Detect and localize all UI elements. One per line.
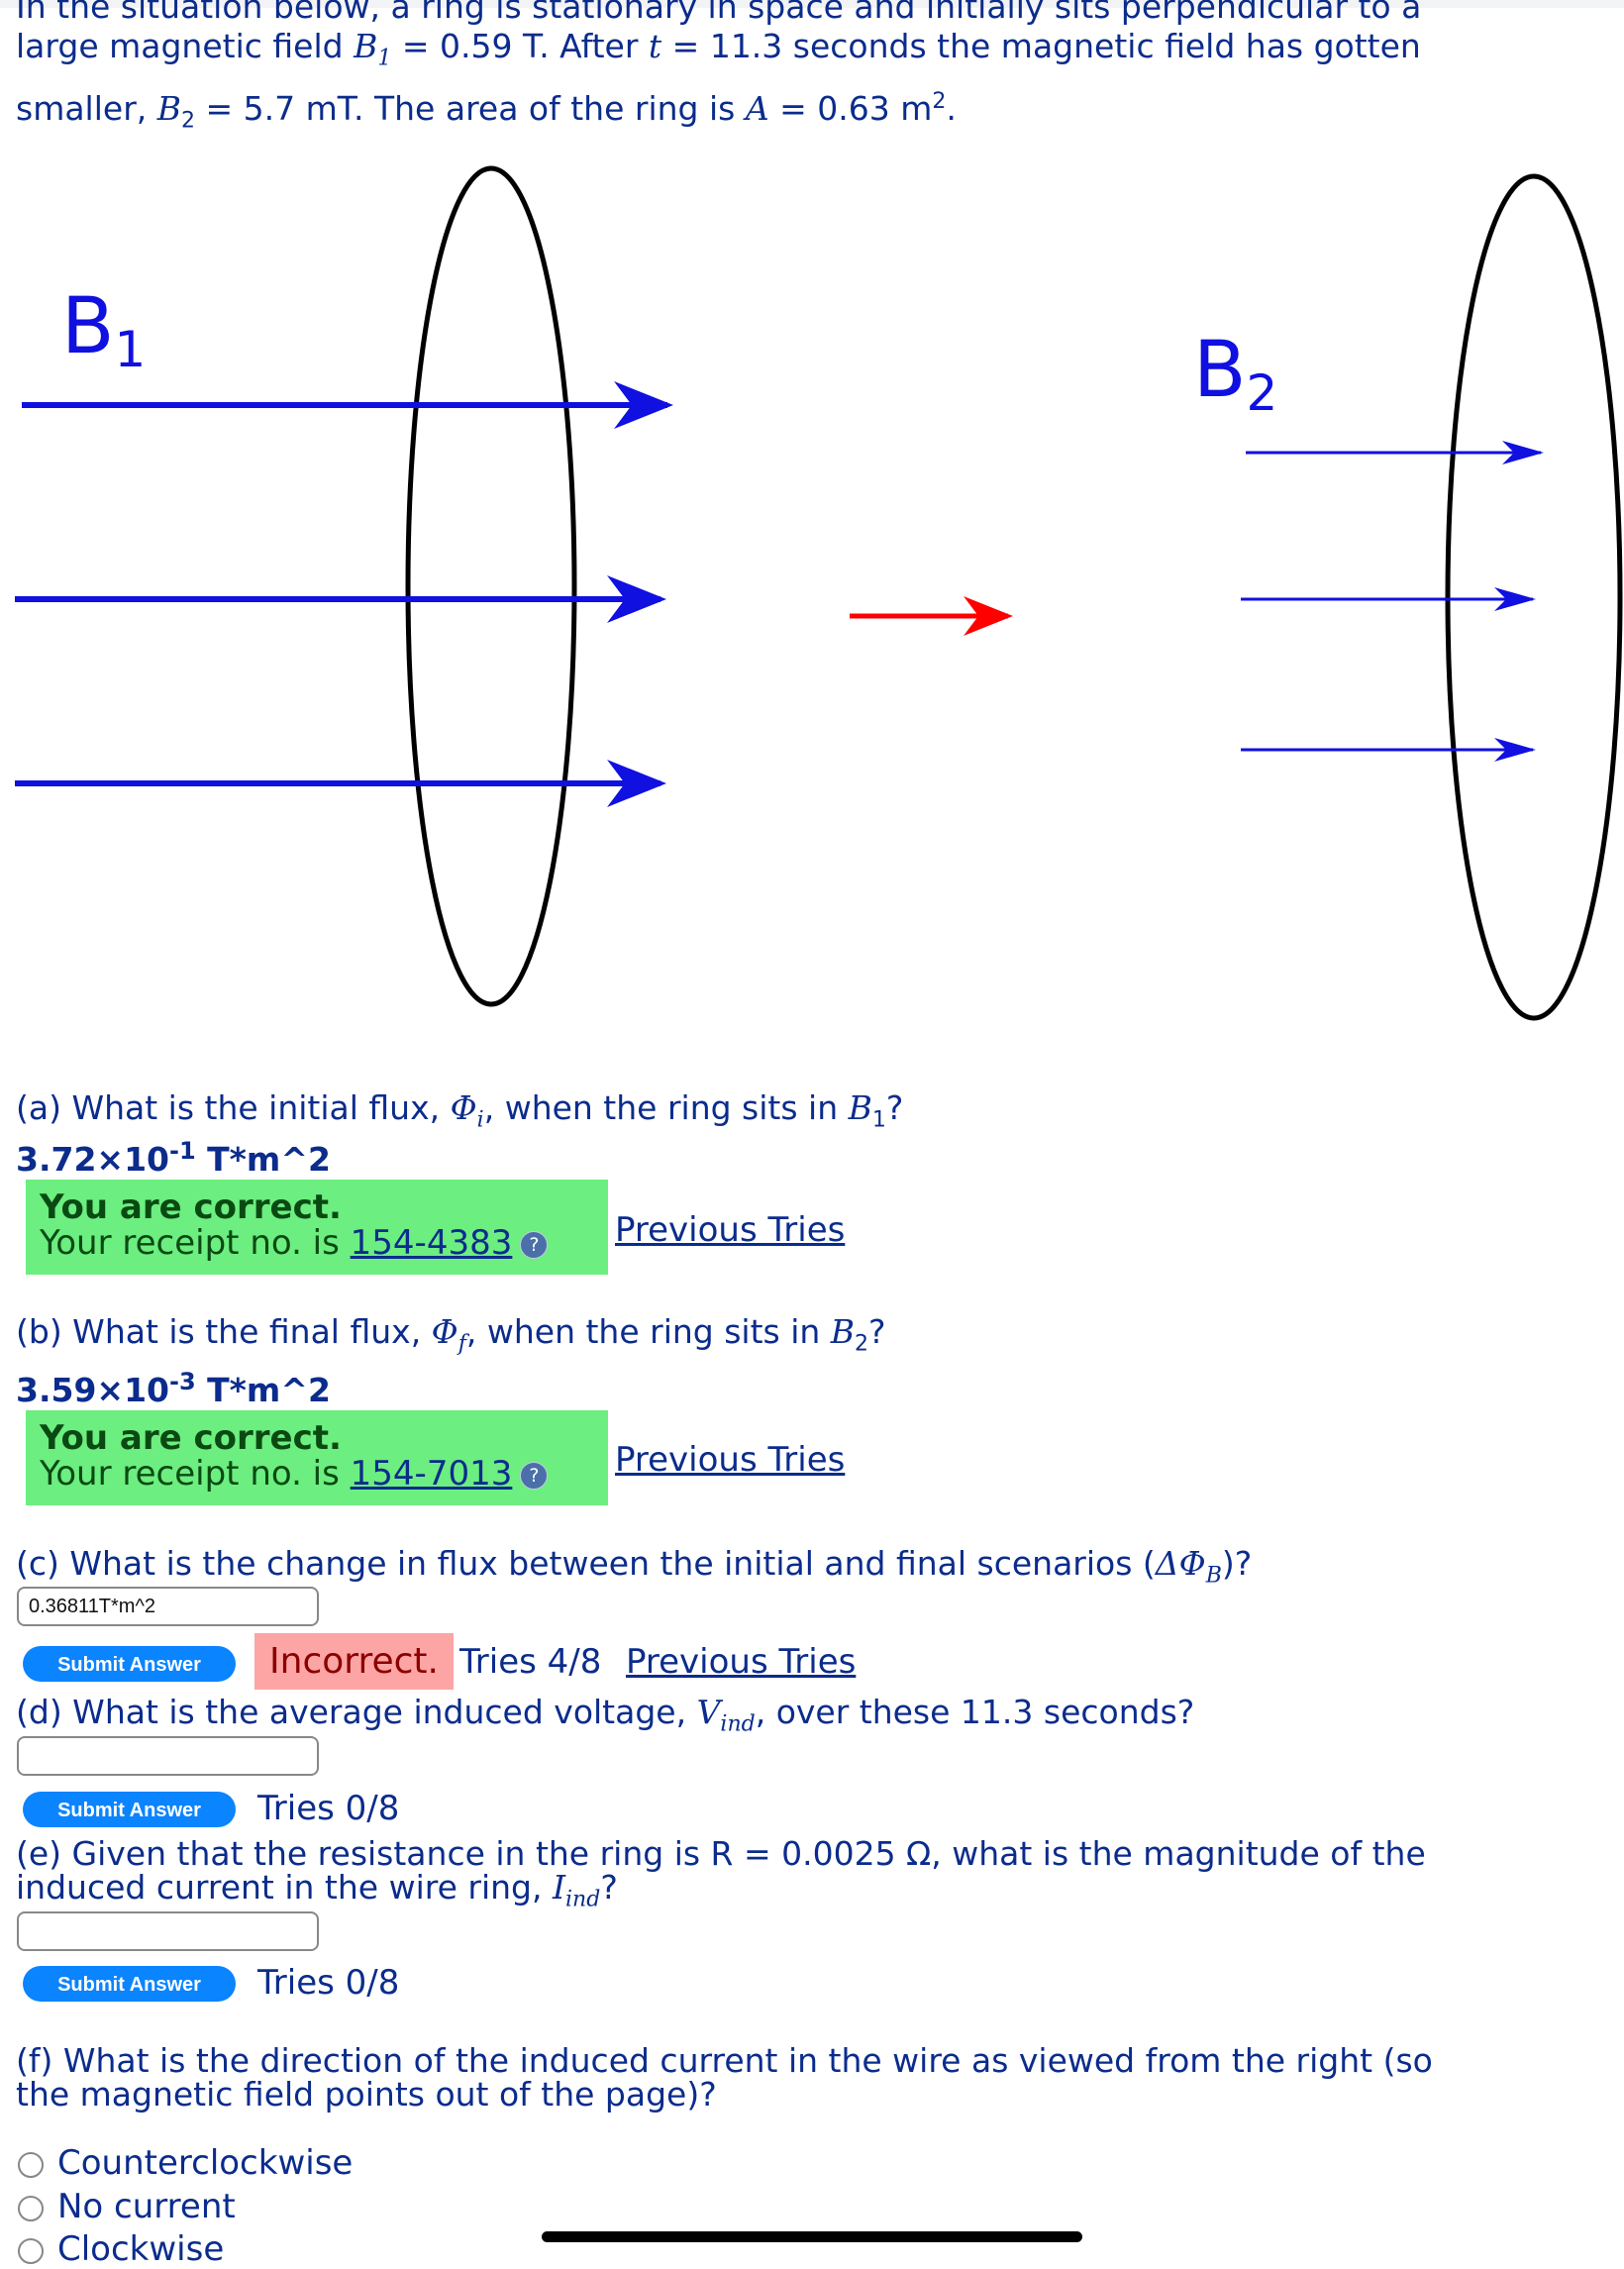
answer-b: 3.59×10-3 T*m^2 (16, 1368, 331, 1409)
status-a: You are correct. (40, 1187, 342, 1227)
question-c: (c) What is the change in flux between t… (16, 1544, 1253, 1589)
answer-input-d[interactable] (17, 1736, 319, 1776)
question-a: (a) What is the initial flux, Φi, when t… (16, 1088, 904, 1133)
submit-answer-button-d[interactable]: Submit Answer (23, 1792, 236, 1827)
previous-tries-a[interactable]: Previous Tries (615, 1210, 846, 1250)
tries-e: Tries 0/8 (257, 1963, 400, 2003)
intro-line-3: smaller, B2 = 5.7 mT. The area of the ri… (16, 89, 957, 134)
tries-c: Tries 4/8 (459, 1642, 602, 1682)
tries-d: Tries 0/8 (257, 1789, 400, 1828)
status-b: You are correct. (40, 1418, 342, 1458)
label-b1: B1 (61, 282, 146, 378)
ring-1 (405, 165, 577, 1007)
radio-counterclockwise[interactable]: Counterclockwise (18, 2143, 353, 2183)
help-icon[interactable]: ? (520, 1461, 549, 1490)
top-bar (0, 0, 1624, 8)
question-b: (b) What is the final flux, Φf, when the… (16, 1312, 886, 1357)
previous-tries-c[interactable]: Previous Tries (626, 1642, 857, 1682)
receipt-link-a[interactable]: 154-4383 (350, 1223, 513, 1263)
question-f-line-2: the magnetic field points out of the pag… (16, 2075, 717, 2114)
question-e-line-2: induced current in the wire ring, Iind? (16, 1868, 618, 1912)
question-e-line-1: (e) Given that the resistance in the rin… (16, 1834, 1426, 1873)
radio-circle-icon[interactable] (18, 2195, 44, 2221)
label-b2: B2 (1193, 326, 1277, 422)
radio-no-current[interactable]: No current (18, 2187, 236, 2226)
previous-tries-b[interactable]: Previous Tries (615, 1440, 846, 1480)
answer-input-c[interactable] (17, 1587, 319, 1626)
question-f-line-1: (f) What is the direction of the induced… (16, 2041, 1433, 2080)
radio-clockwise[interactable]: Clockwise (18, 2229, 224, 2269)
question-d: (d) What is the average induced voltage,… (16, 1693, 1195, 1737)
radio-circle-icon[interactable] (18, 2151, 44, 2178)
answer-a: 3.72×10-1 T*m^2 (16, 1137, 331, 1179)
ring-2 (1445, 173, 1623, 1021)
flux-diagram: B1 B2 (15, 165, 1623, 1021)
receipt-a: Your receipt no. is 154-4383? (40, 1223, 549, 1263)
intro-line-2: large magnetic field B1 = 0.59 T. After … (16, 27, 1421, 71)
correct-box-a: You are correct. Your receipt no. is 154… (26, 1180, 608, 1275)
correct-box-b: You are correct. Your receipt no. is 154… (26, 1410, 608, 1505)
incorrect-badge: Incorrect. (254, 1633, 454, 1690)
radio-circle-icon[interactable] (18, 2237, 44, 2264)
intro-line-1: In the situation below, a ring is statio… (16, 0, 1422, 26)
answer-input-e[interactable] (17, 1911, 319, 1951)
submit-answer-button-e[interactable]: Submit Answer (23, 1966, 236, 2002)
receipt-b: Your receipt no. is 154-7013? (40, 1454, 549, 1494)
submit-answer-button-c[interactable]: Submit Answer (23, 1646, 236, 1682)
help-icon[interactable]: ? (520, 1230, 549, 1259)
receipt-link-b[interactable]: 154-7013 (350, 1454, 513, 1494)
home-indicator[interactable] (542, 2231, 1082, 2242)
